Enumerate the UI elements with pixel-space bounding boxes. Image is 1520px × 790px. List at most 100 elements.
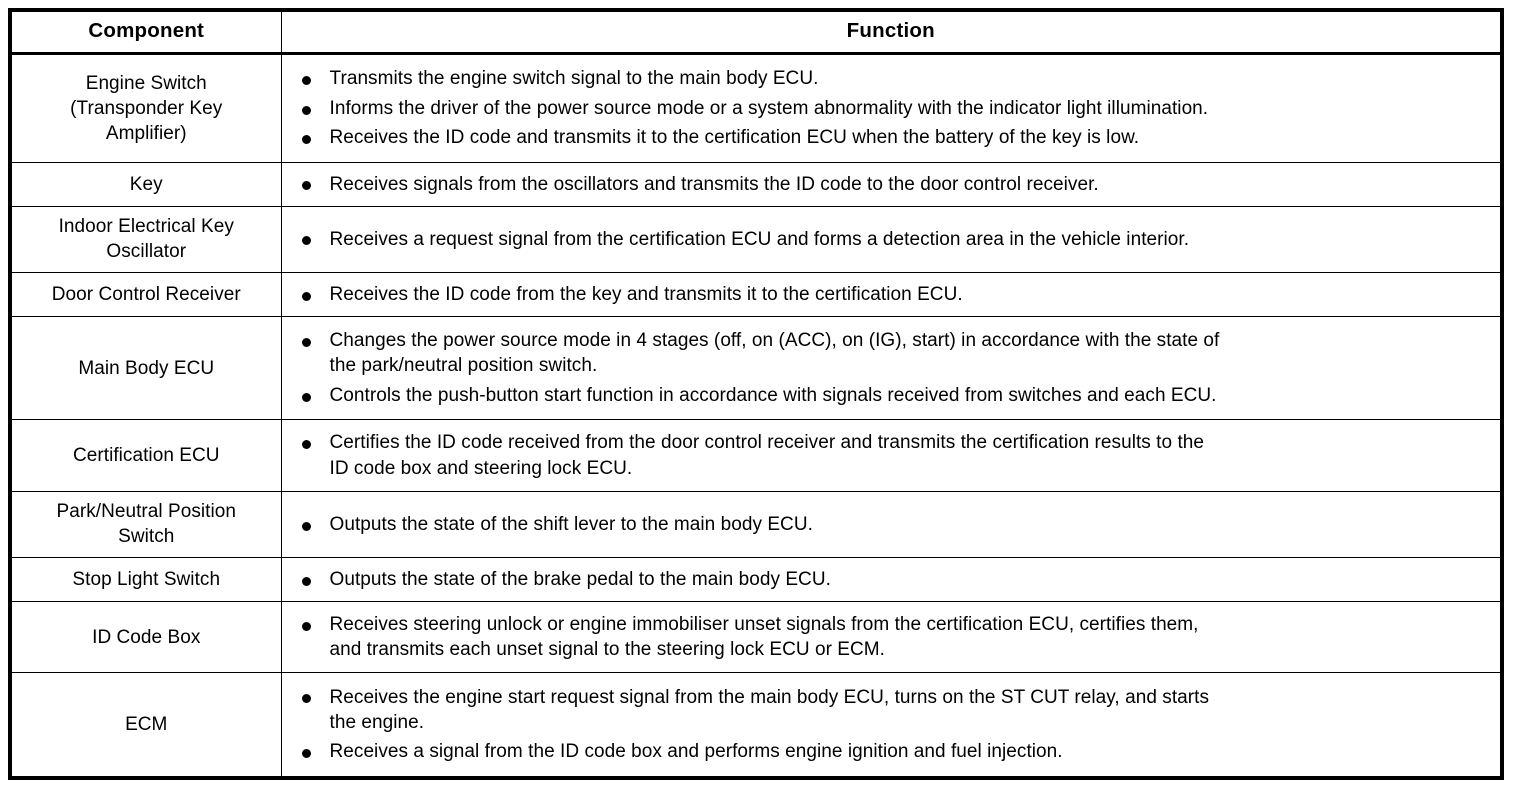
component-name-line: Oscillator [106, 241, 187, 263]
bullet-dot-icon [301, 337, 311, 347]
function-bullet-line: Controls the push-button start function … [329, 384, 1217, 406]
function-bullet-line: Receives signals from the oscillators an… [329, 173, 1099, 195]
function-bullet-list: Transmits the engine switch signal to th… [292, 66, 1493, 150]
component-cell: Key [9, 161, 282, 207]
function-cell: Receives steering unlock or engine immob… [280, 600, 1503, 674]
function-bullet-item: Outputs the state of the brake pedal to … [292, 567, 1493, 592]
table-row: Main Body ECU Changes the power source mo… [9, 315, 1503, 421]
function-bullet-line: and transmits each unset signal to the s… [329, 639, 886, 661]
component-name-line: Door Control Receiver [51, 283, 241, 305]
function-bullet-list: Outputs the state of the brake pedal to … [292, 567, 1493, 592]
bullet-dot-icon [301, 105, 311, 115]
table-row: ID Code Box Receives steering unlock or e… [9, 600, 1503, 674]
function-bullet-item: Receives a request signal from the certi… [292, 227, 1493, 252]
component-function-table: Component Function Engine Switch (Transpo… [8, 8, 1504, 780]
component-cell: Door Control Receiver [9, 272, 282, 317]
function-cell: Changes the power source mode in 4 stage… [280, 315, 1503, 421]
component-name-line: Stop Light Switch [72, 568, 221, 590]
component-name-line: ECM [125, 714, 168, 736]
function-bullet-list: Receives steering unlock or engine immob… [292, 612, 1493, 663]
component-cell: ECM [9, 672, 282, 779]
function-cell: Receives signals from the oscillators an… [280, 161, 1503, 207]
column-header-function: Function [280, 9, 1503, 54]
bullet-dot-icon [301, 236, 311, 246]
function-bullet-item: Certifies the ID code received from the … [292, 430, 1493, 481]
function-cell: Outputs the state of the brake pedal to … [280, 557, 1503, 602]
function-bullet-line: Changes the power source mode in 4 stage… [329, 329, 1220, 351]
function-cell: Receives the engine start request signal… [280, 672, 1503, 779]
bullet-dot-icon [301, 694, 311, 704]
function-bullet-list: Receives the engine start request signal… [292, 685, 1493, 765]
function-cell: Certifies the ID code received from the … [280, 419, 1503, 492]
function-bullet-line: Receives a signal from the ID code box a… [329, 741, 1063, 763]
function-bullet-list: Receives a request signal from the certi… [292, 227, 1493, 252]
function-bullet-list: Changes the power source mode in 4 stage… [292, 328, 1493, 408]
function-bullet-item: Receives the ID code from the key and tr… [292, 282, 1493, 307]
table-header: Component Function [9, 9, 1503, 54]
component-name-line: (Transponder Key [70, 97, 223, 119]
table-row: Certification ECU Certifies the ID code r… [9, 419, 1503, 492]
bullet-dot-icon [301, 392, 311, 402]
component-name-line: Key [129, 173, 163, 195]
function-bullet-line: the engine. [329, 711, 425, 733]
table-row: Stop Light Switch Outputs the state of th… [9, 557, 1503, 602]
function-bullet-line: Outputs the state of the shift lever to … [329, 513, 813, 535]
function-bullet-line: Receives steering unlock or engine immob… [329, 613, 1199, 635]
function-bullet-item: Receives the engine start request signal… [292, 685, 1493, 736]
function-cell: Outputs the state of the shift lever to … [280, 490, 1503, 559]
component-cell: Stop Light Switch [9, 557, 282, 602]
function-cell: Receives a request signal from the certi… [280, 205, 1503, 274]
function-bullet-list: Certifies the ID code received from the … [292, 430, 1493, 481]
table-row: Door Control Receiver Receives the ID cod… [9, 272, 1503, 317]
function-bullet-item: Receives signals from the oscillators an… [292, 172, 1493, 197]
function-bullet-item: Informs the driver of the power source m… [292, 96, 1493, 121]
component-cell: Certification ECU [9, 419, 282, 492]
component-name-line: Switch [118, 526, 175, 548]
table-header-row: Component Function [9, 9, 1503, 54]
bullet-dot-icon [301, 181, 311, 191]
component-cell: Main Body ECU [9, 315, 282, 421]
function-bullet-list: Outputs the state of the shift lever to … [292, 512, 1493, 537]
component-name-line: Amplifier) [105, 122, 187, 144]
bullet-dot-icon [301, 521, 311, 531]
function-bullet-item: Outputs the state of the shift lever to … [292, 512, 1493, 537]
function-bullet-line: Receives the ID code and transmits it to… [329, 127, 1140, 149]
component-name-line: ID Code Box [92, 626, 201, 648]
function-bullet-line: the park/neutral position switch. [329, 355, 598, 377]
table-row: Key Receives signals from the oscillators… [9, 161, 1503, 207]
column-header-component: Component [9, 9, 282, 54]
component-name-line: Engine Switch [85, 72, 207, 94]
function-bullet-list: Receives the ID code from the key and tr… [292, 282, 1493, 307]
bullet-dot-icon [301, 439, 311, 449]
function-bullet-item: Receives steering unlock or engine immob… [292, 612, 1493, 663]
component-name-line: Indoor Electrical Key [58, 216, 234, 238]
function-cell: Transmits the engine switch signal to th… [280, 52, 1503, 163]
component-name-line: Main Body ECU [78, 357, 215, 379]
function-bullet-line: Outputs the state of the brake pedal to … [329, 568, 831, 590]
function-bullet-line: Receives the ID code from the key and tr… [329, 283, 963, 305]
component-name-line: Park/Neutral Position [56, 501, 237, 523]
function-bullet-line: Certifies the ID code received from the … [329, 432, 1205, 454]
function-bullet-item: Receives the ID code and transmits it to… [292, 125, 1493, 150]
bullet-dot-icon [301, 749, 311, 759]
bullet-dot-icon [301, 291, 311, 301]
specification-table-container: Component Function Engine Switch (Transpo… [8, 8, 1504, 780]
function-bullet-item: Transmits the engine switch signal to th… [292, 66, 1493, 91]
table-row: ECM Receives the engine start request sig… [9, 672, 1503, 779]
function-bullet-line: Receives the engine start request signal… [329, 686, 1210, 708]
bullet-dot-icon [301, 576, 311, 586]
component-name-line: Certification ECU [72, 444, 220, 466]
bullet-dot-icon [301, 621, 311, 631]
function-bullet-line: ID code box and steering lock ECU. [329, 457, 633, 479]
bullet-dot-icon [301, 76, 311, 86]
function-bullet-line: Receives a request signal from the certi… [329, 228, 1190, 250]
function-bullet-list: Receives signals from the oscillators an… [292, 172, 1493, 197]
function-bullet-line: Informs the driver of the power source m… [329, 97, 1209, 119]
